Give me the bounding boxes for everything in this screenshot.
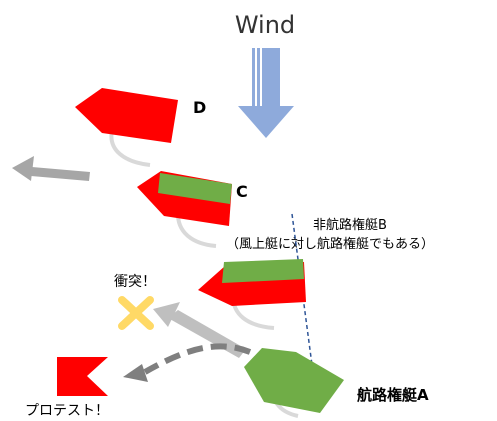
grey-arrow-shaft (31, 167, 90, 181)
boat-c-label: C (236, 182, 248, 201)
collision-label: 衝突！ (114, 274, 156, 290)
boat-a-label: 航路権艇A (357, 386, 429, 404)
boat-c (137, 171, 232, 248)
boat-b (198, 259, 306, 330)
collision-arrow-shaft (168, 310, 246, 358)
boat-d-tiller (109, 129, 151, 167)
collision-stroke (118, 296, 154, 330)
wind-arrow-stripe (252, 48, 255, 108)
boat-a (244, 348, 344, 418)
boat-a-hull (244, 348, 344, 413)
collision-arrow-head (153, 302, 180, 327)
wind-arrow-shaft (262, 48, 280, 108)
grey-course-arrow (12, 156, 90, 181)
grey-arrow-head (12, 156, 34, 181)
boat-b-note: （風上艇に対し航路権艇でもある） (226, 236, 434, 252)
wind-arrow (238, 48, 294, 138)
boat-d (75, 88, 178, 167)
wind-label: Wind (235, 11, 295, 39)
boat-b-deck (222, 259, 304, 283)
boat-c-deck (158, 173, 232, 204)
boat-b-label: 非航路権艇B (313, 217, 387, 233)
boat-d-hull (75, 88, 178, 143)
boat-d-label: D (193, 98, 206, 117)
protest-path (143, 343, 252, 375)
protest-flag-icon (57, 357, 108, 396)
protest-label: プロテスト！ (25, 403, 109, 419)
collision-mark (118, 296, 154, 330)
protest-path-head (123, 364, 148, 382)
wind-arrow-head (238, 106, 294, 138)
wind-arrow-stripe (257, 48, 260, 108)
